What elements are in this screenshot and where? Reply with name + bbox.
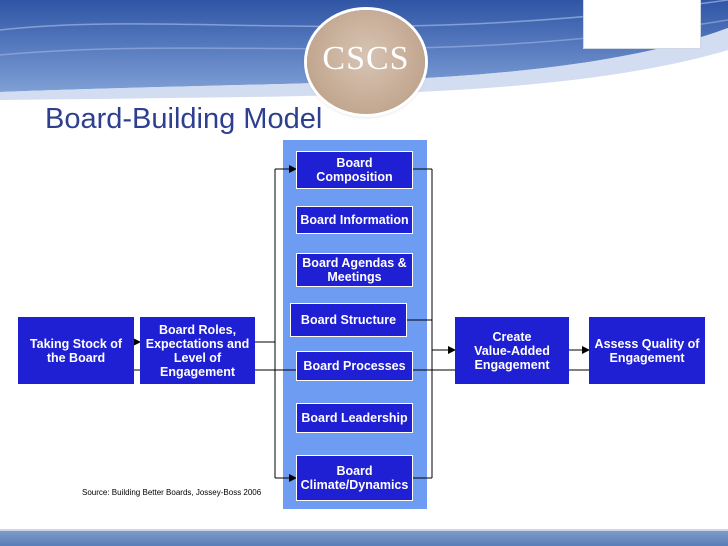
header-white-box [583, 0, 701, 49]
create-value-box: Create Value-Added Engagement [455, 317, 569, 384]
logo-text: CSCS [322, 40, 410, 77]
board-processes-label: Board Processes [303, 359, 406, 373]
create-value-label: Create Value-Added Engagement [474, 329, 550, 372]
board-roles-label: Board Roles, Expectations and Level of E… [145, 322, 250, 379]
taking-stock-label: Taking Stock of the Board [29, 336, 123, 365]
board-leadership-box: Board Leadership [296, 403, 413, 433]
taking-stock-box: Taking Stock of the Board [18, 317, 134, 384]
board-information-box: Board Information [296, 206, 413, 234]
assess-quality-box: Assess Quality of Engagement [589, 317, 705, 384]
footer-band [0, 531, 728, 546]
board-processes-box: Board Processes [296, 351, 413, 381]
board-agendas-box: Board Agendas & Meetings [296, 253, 413, 287]
slide-title: Board-Building Model [45, 103, 323, 135]
board-structure-label: Board Structure [300, 313, 397, 327]
source-citation: Source: Building Better Boards, Jossey-B… [82, 488, 262, 497]
logo-badge [307, 10, 425, 114]
board-climate-label: Board Climate/Dynamics [300, 464, 409, 492]
footer-line [0, 529, 728, 531]
board-leadership-label: Board Leadership [301, 411, 408, 425]
board-climate-box: Board Climate/Dynamics [296, 455, 413, 501]
board-roles-box: Board Roles, Expectations and Level of E… [140, 317, 255, 384]
board-composition-label: Board Composition [316, 156, 393, 184]
board-structure-box: Board Structure [290, 303, 407, 337]
board-agendas-label: Board Agendas & Meetings [302, 256, 407, 284]
board-composition-box: Board Composition [296, 151, 413, 189]
assess-quality-label: Assess Quality of Engagement [594, 336, 700, 365]
board-information-label: Board Information [300, 213, 409, 227]
